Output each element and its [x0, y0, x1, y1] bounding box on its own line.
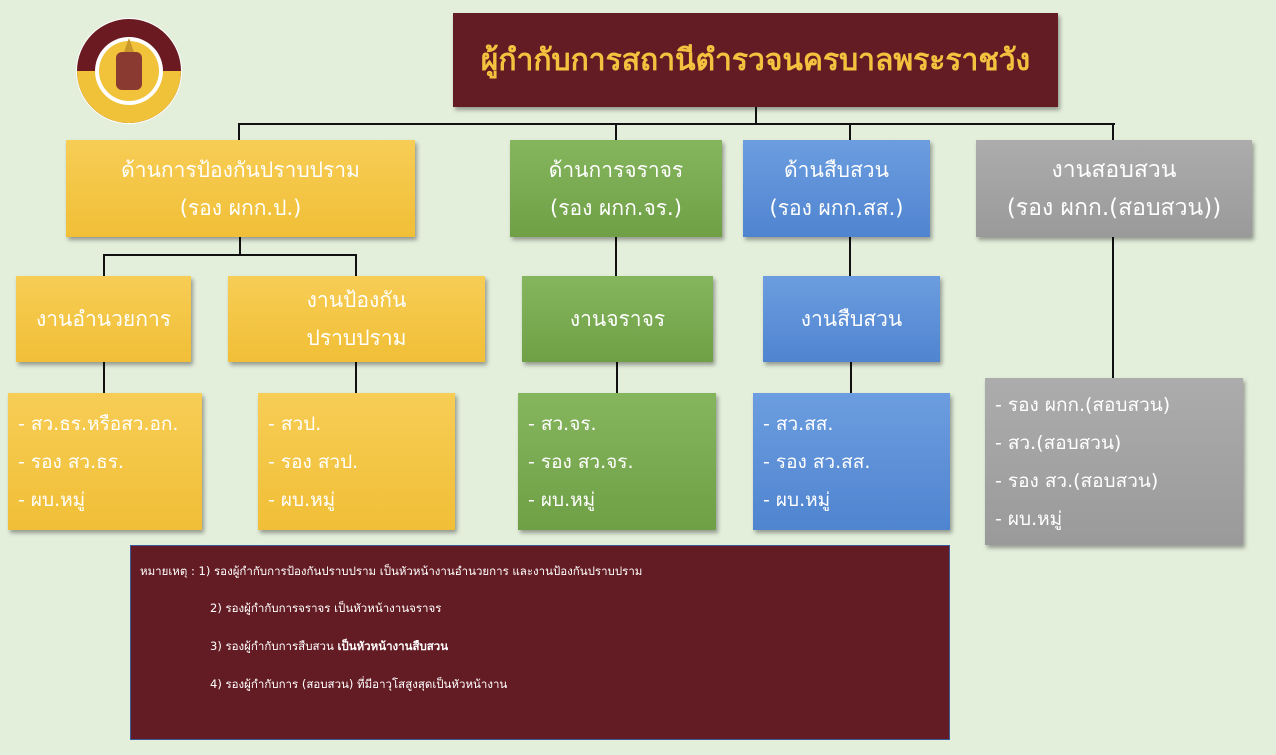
staff-item: - รอง สว.จร. — [528, 450, 634, 473]
division-suppression: ด้านการป้องกันปราบปราม (รอง ผกก.ป.) — [66, 140, 415, 237]
unit-name: งานสืบสวน — [800, 307, 903, 331]
title-text: ผู้กำกับการสถานีตำรวจนครบาลพระราชวัง — [480, 42, 1031, 78]
division-investigation: ด้านสืบสวน (รอง ผกก.สส.) — [743, 140, 930, 237]
connector — [615, 237, 617, 276]
staff-item: - รอง สว.ธร. — [18, 450, 124, 473]
unit-suppression: งานป้องกันปราบปราม — [228, 276, 485, 362]
connector — [103, 254, 357, 256]
staff-item: - ผบ.หมู่ — [995, 507, 1063, 530]
remark-label: หมายเหตุ : — [140, 564, 199, 578]
connector — [850, 362, 852, 393]
unit-name: ปราบปราม — [306, 326, 407, 350]
remark-2: 2) รองผู้กำกับการจราจร เป็นหัวหน้างานจรา… — [210, 601, 442, 615]
staff-item: - รอง ผกก.(สอบสวน) — [995, 393, 1171, 416]
remark-text: 3) รองผู้กำกับการสืบสวน — [210, 639, 334, 653]
connector — [355, 254, 357, 276]
connector — [238, 123, 240, 140]
unit-traffic: งานจราจร — [522, 276, 713, 362]
staff-item: - รอง สว.สส. — [763, 450, 871, 473]
connector — [1112, 123, 1114, 140]
staff-list-suppression: - สวป. - รอง สวป. - ผบ.หมู่ — [258, 393, 455, 530]
remark-bold: เป็นหัวหน้างานสืบสวน — [337, 639, 449, 653]
staff-item: - ผบ.หมู่ — [763, 488, 831, 511]
remark-1: หมายเหตุ : 1) รองผู้กำกับการป้องกันปราบป… — [140, 563, 642, 581]
connector — [355, 362, 357, 393]
staff-list-investigation: - สว.สส. - รอง สว.สส. - ผบ.หมู่ — [753, 393, 950, 530]
unit-administration: งานอำนวยการ — [16, 276, 191, 362]
remark-4: 4) รองผู้กำกับการ (สอบสวน) ที่มีอาวุโสสู… — [210, 677, 508, 691]
staff-item: - ผบ.หมู่ — [18, 488, 86, 511]
division-name: งานสอบสวน — [1051, 156, 1177, 183]
connector — [755, 107, 757, 125]
staff-list-traffic: - สว.จร. - รอง สว.จร. - ผบ.หมู่ — [518, 393, 716, 530]
remark-3: 3) รองผู้กำกับการสืบสวน เป็นหัวหน้างานสื… — [210, 638, 448, 656]
staff-item: - สว.ธร.หรือสว.อก. — [18, 412, 179, 435]
division-inquiry: งานสอบสวน (รอง ผกก.(สอบสวน)) — [976, 140, 1252, 237]
connector — [616, 362, 618, 393]
unit-name: งานอำนวยการ — [35, 307, 172, 331]
staff-item: - รอง สว.(สอบสวน) — [995, 469, 1159, 492]
remark-text: 1) รองผู้กำกับการป้องกันปราบปราม เป็นหัว… — [198, 564, 643, 578]
staff-list-administration: - สว.ธร.หรือสว.อก. - รอง สว.ธร. - ผบ.หมู่ — [8, 393, 202, 530]
unit-name: งานจราจร — [569, 307, 666, 331]
division-sub: (รอง ผกก.สส.) — [769, 195, 904, 220]
division-name: ด้านการป้องกันปราบปราม — [121, 157, 360, 182]
remarks-box: หมายเหตุ : 1) รองผู้กำกับการป้องกันปราบป… — [130, 545, 950, 740]
staff-list-inquiry: - รอง ผกก.(สอบสวน) - สว.(สอบสวน) - รอง สว.… — [985, 378, 1243, 545]
connector — [103, 254, 105, 276]
division-traffic: ด้านการจราจร (รอง ผกก.จร.) — [510, 140, 722, 237]
division-sub: (รอง ผกก.(สอบสวน)) — [1006, 194, 1222, 221]
connector — [849, 237, 851, 276]
staff-item: - สว.จร. — [528, 412, 597, 435]
unit-investigation: งานสืบสวน — [763, 276, 940, 362]
staff-item: - ผบ.หมู่ — [528, 488, 596, 511]
connector — [615, 123, 617, 140]
staff-item: - ผบ.หมู่ — [268, 488, 336, 511]
division-name: ด้านการจราจร — [548, 157, 684, 182]
connector — [239, 237, 241, 255]
division-sub: (รอง ผกก.ป.) — [179, 195, 302, 220]
connector — [1112, 237, 1114, 378]
staff-item: - สว.สส. — [763, 412, 834, 435]
police-station-logo — [76, 18, 182, 124]
staff-item: - รอง สวป. — [268, 450, 359, 473]
division-name: ด้านสืบสวน — [784, 157, 889, 182]
division-sub: (รอง ผกก.จร.) — [550, 195, 682, 220]
station-commander-title: ผู้กำกับการสถานีตำรวจนครบาลพระราชวัง — [453, 13, 1058, 107]
staff-item: - สวป. — [268, 412, 322, 435]
unit-name: งานป้องกัน — [306, 288, 407, 312]
connector — [849, 123, 851, 140]
connector — [238, 123, 1115, 125]
staff-item: - สว.(สอบสวน) — [995, 431, 1122, 454]
connector — [103, 362, 105, 393]
